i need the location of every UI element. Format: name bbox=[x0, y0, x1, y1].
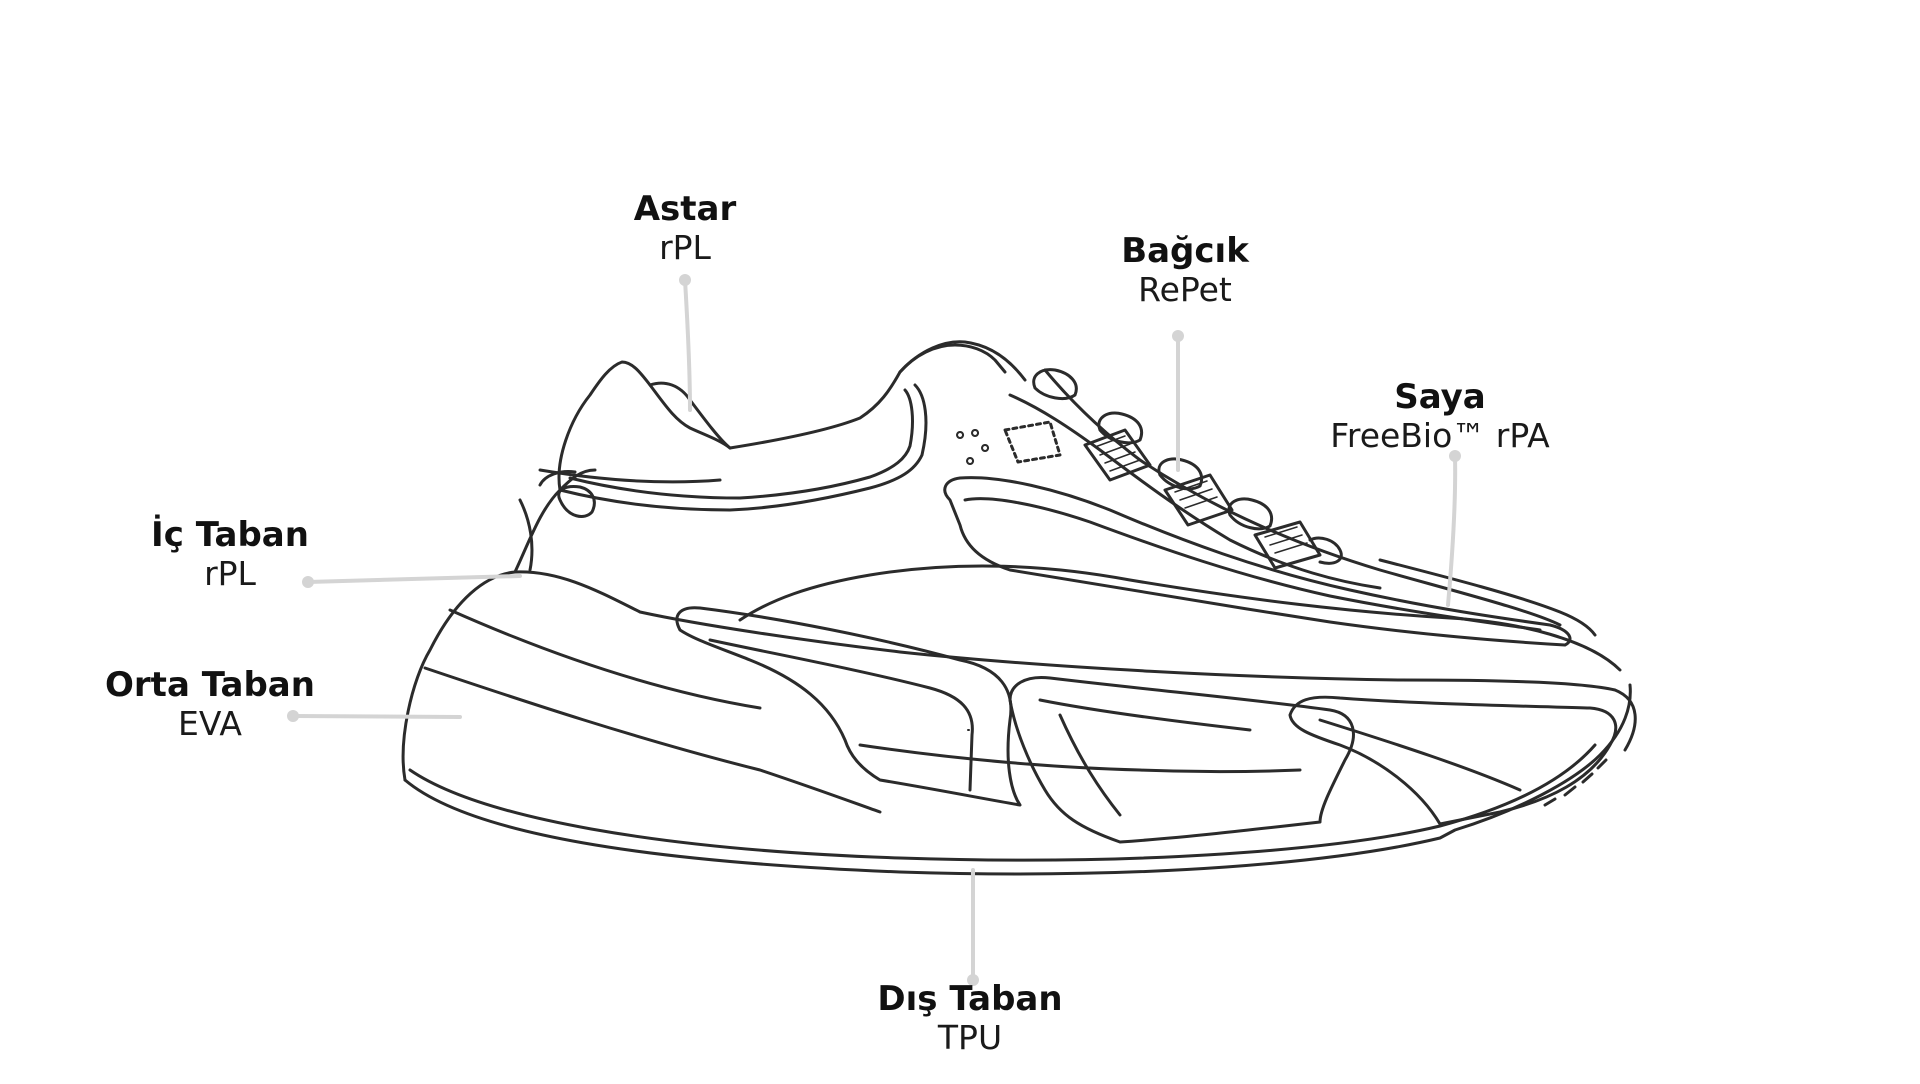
lace-eyelets bbox=[956, 429, 990, 465]
leader-ic-taban bbox=[306, 574, 522, 584]
leader-dot-astar bbox=[679, 274, 691, 286]
insole-edge bbox=[518, 498, 534, 572]
midsole-window-rear bbox=[675, 606, 1022, 807]
label-orta-taban: Orta Taban EVA bbox=[95, 665, 325, 744]
lace-end bbox=[1308, 536, 1343, 565]
label-dis-taban-material: TPU bbox=[937, 1018, 1003, 1058]
label-bagcik: Bağcık RePet bbox=[1100, 231, 1270, 310]
label-ic-taban: İç Taban rPL bbox=[120, 515, 340, 594]
midsole-line-lower bbox=[858, 743, 1302, 773]
upper-toe-line bbox=[1043, 368, 1562, 627]
label-saya-title: Saya bbox=[1394, 377, 1486, 417]
label-astar-material: rPL bbox=[659, 228, 711, 268]
leader-dot-bagcik bbox=[1172, 330, 1184, 342]
outsole-tread bbox=[1543, 758, 1608, 807]
midsole-window-mid bbox=[1008, 675, 1355, 844]
label-saya-material: FreeBio™ rPA bbox=[1330, 416, 1550, 456]
midsole-window-mid-inner bbox=[1038, 698, 1252, 817]
upper-toe-line-2 bbox=[1378, 558, 1597, 637]
leader-dot-dis-taban bbox=[967, 974, 979, 986]
leader-astar bbox=[683, 278, 692, 412]
leader-orta-taban bbox=[291, 714, 462, 719]
lace-tab-1 bbox=[1083, 428, 1152, 482]
collar-padding bbox=[558, 383, 928, 512]
label-orta-taban-title: Orta Taban bbox=[105, 665, 315, 705]
midsole-heel-curve-2 bbox=[448, 608, 762, 710]
leader-dot-ic-taban bbox=[302, 576, 314, 588]
tongue-patch bbox=[1003, 420, 1062, 464]
lace-loop-1 bbox=[1032, 368, 1078, 400]
lace-tab-2 bbox=[1163, 473, 1234, 527]
tongue bbox=[898, 343, 1007, 374]
lace-loop-4 bbox=[1227, 497, 1274, 531]
label-ic-taban-title: İç Taban bbox=[151, 515, 309, 555]
leader-dot-orta-taban bbox=[287, 710, 299, 722]
lace-loop-2 bbox=[1097, 411, 1144, 445]
outsole-outline bbox=[403, 683, 1632, 876]
leader-dot-saya bbox=[1449, 450, 1461, 462]
label-ic-taban-material: rPL bbox=[204, 554, 256, 594]
heel-outline bbox=[557, 360, 732, 492]
midsole-heel-curve bbox=[423, 666, 882, 814]
label-saya: Saya FreeBio™ rPA bbox=[1290, 377, 1590, 456]
label-orta-taban-material: EVA bbox=[178, 704, 242, 744]
leader-saya bbox=[1446, 454, 1458, 607]
label-astar-title: Astar bbox=[633, 189, 737, 229]
upper-side-panel bbox=[943, 476, 1572, 647]
midsole-window-front-inner bbox=[1318, 718, 1522, 792]
lace-tab-hatch bbox=[1094, 435, 1308, 554]
heel-pull-loop bbox=[538, 470, 577, 487]
lace-loop-3 bbox=[1157, 457, 1204, 491]
midsole-window-rear-inner bbox=[708, 638, 974, 792]
label-astar: Astar rPL bbox=[610, 189, 760, 268]
label-bagcik-title: Bağcık bbox=[1121, 231, 1249, 271]
heel-pull-tab bbox=[557, 485, 596, 518]
collar-padding-inner bbox=[568, 388, 914, 500]
midsole-window-front bbox=[1288, 695, 1618, 826]
midsole-outline bbox=[401, 570, 1637, 782]
label-dis-taban-title: Dış Taban bbox=[877, 979, 1063, 1019]
lace-tab-3 bbox=[1253, 520, 1322, 570]
upper-side-panel-inner bbox=[963, 497, 1542, 632]
label-bagcik-material: RePet bbox=[1138, 270, 1232, 310]
outsole-inner-edge bbox=[408, 743, 1597, 862]
label-dis-taban: Dış Taban TPU bbox=[860, 979, 1080, 1058]
